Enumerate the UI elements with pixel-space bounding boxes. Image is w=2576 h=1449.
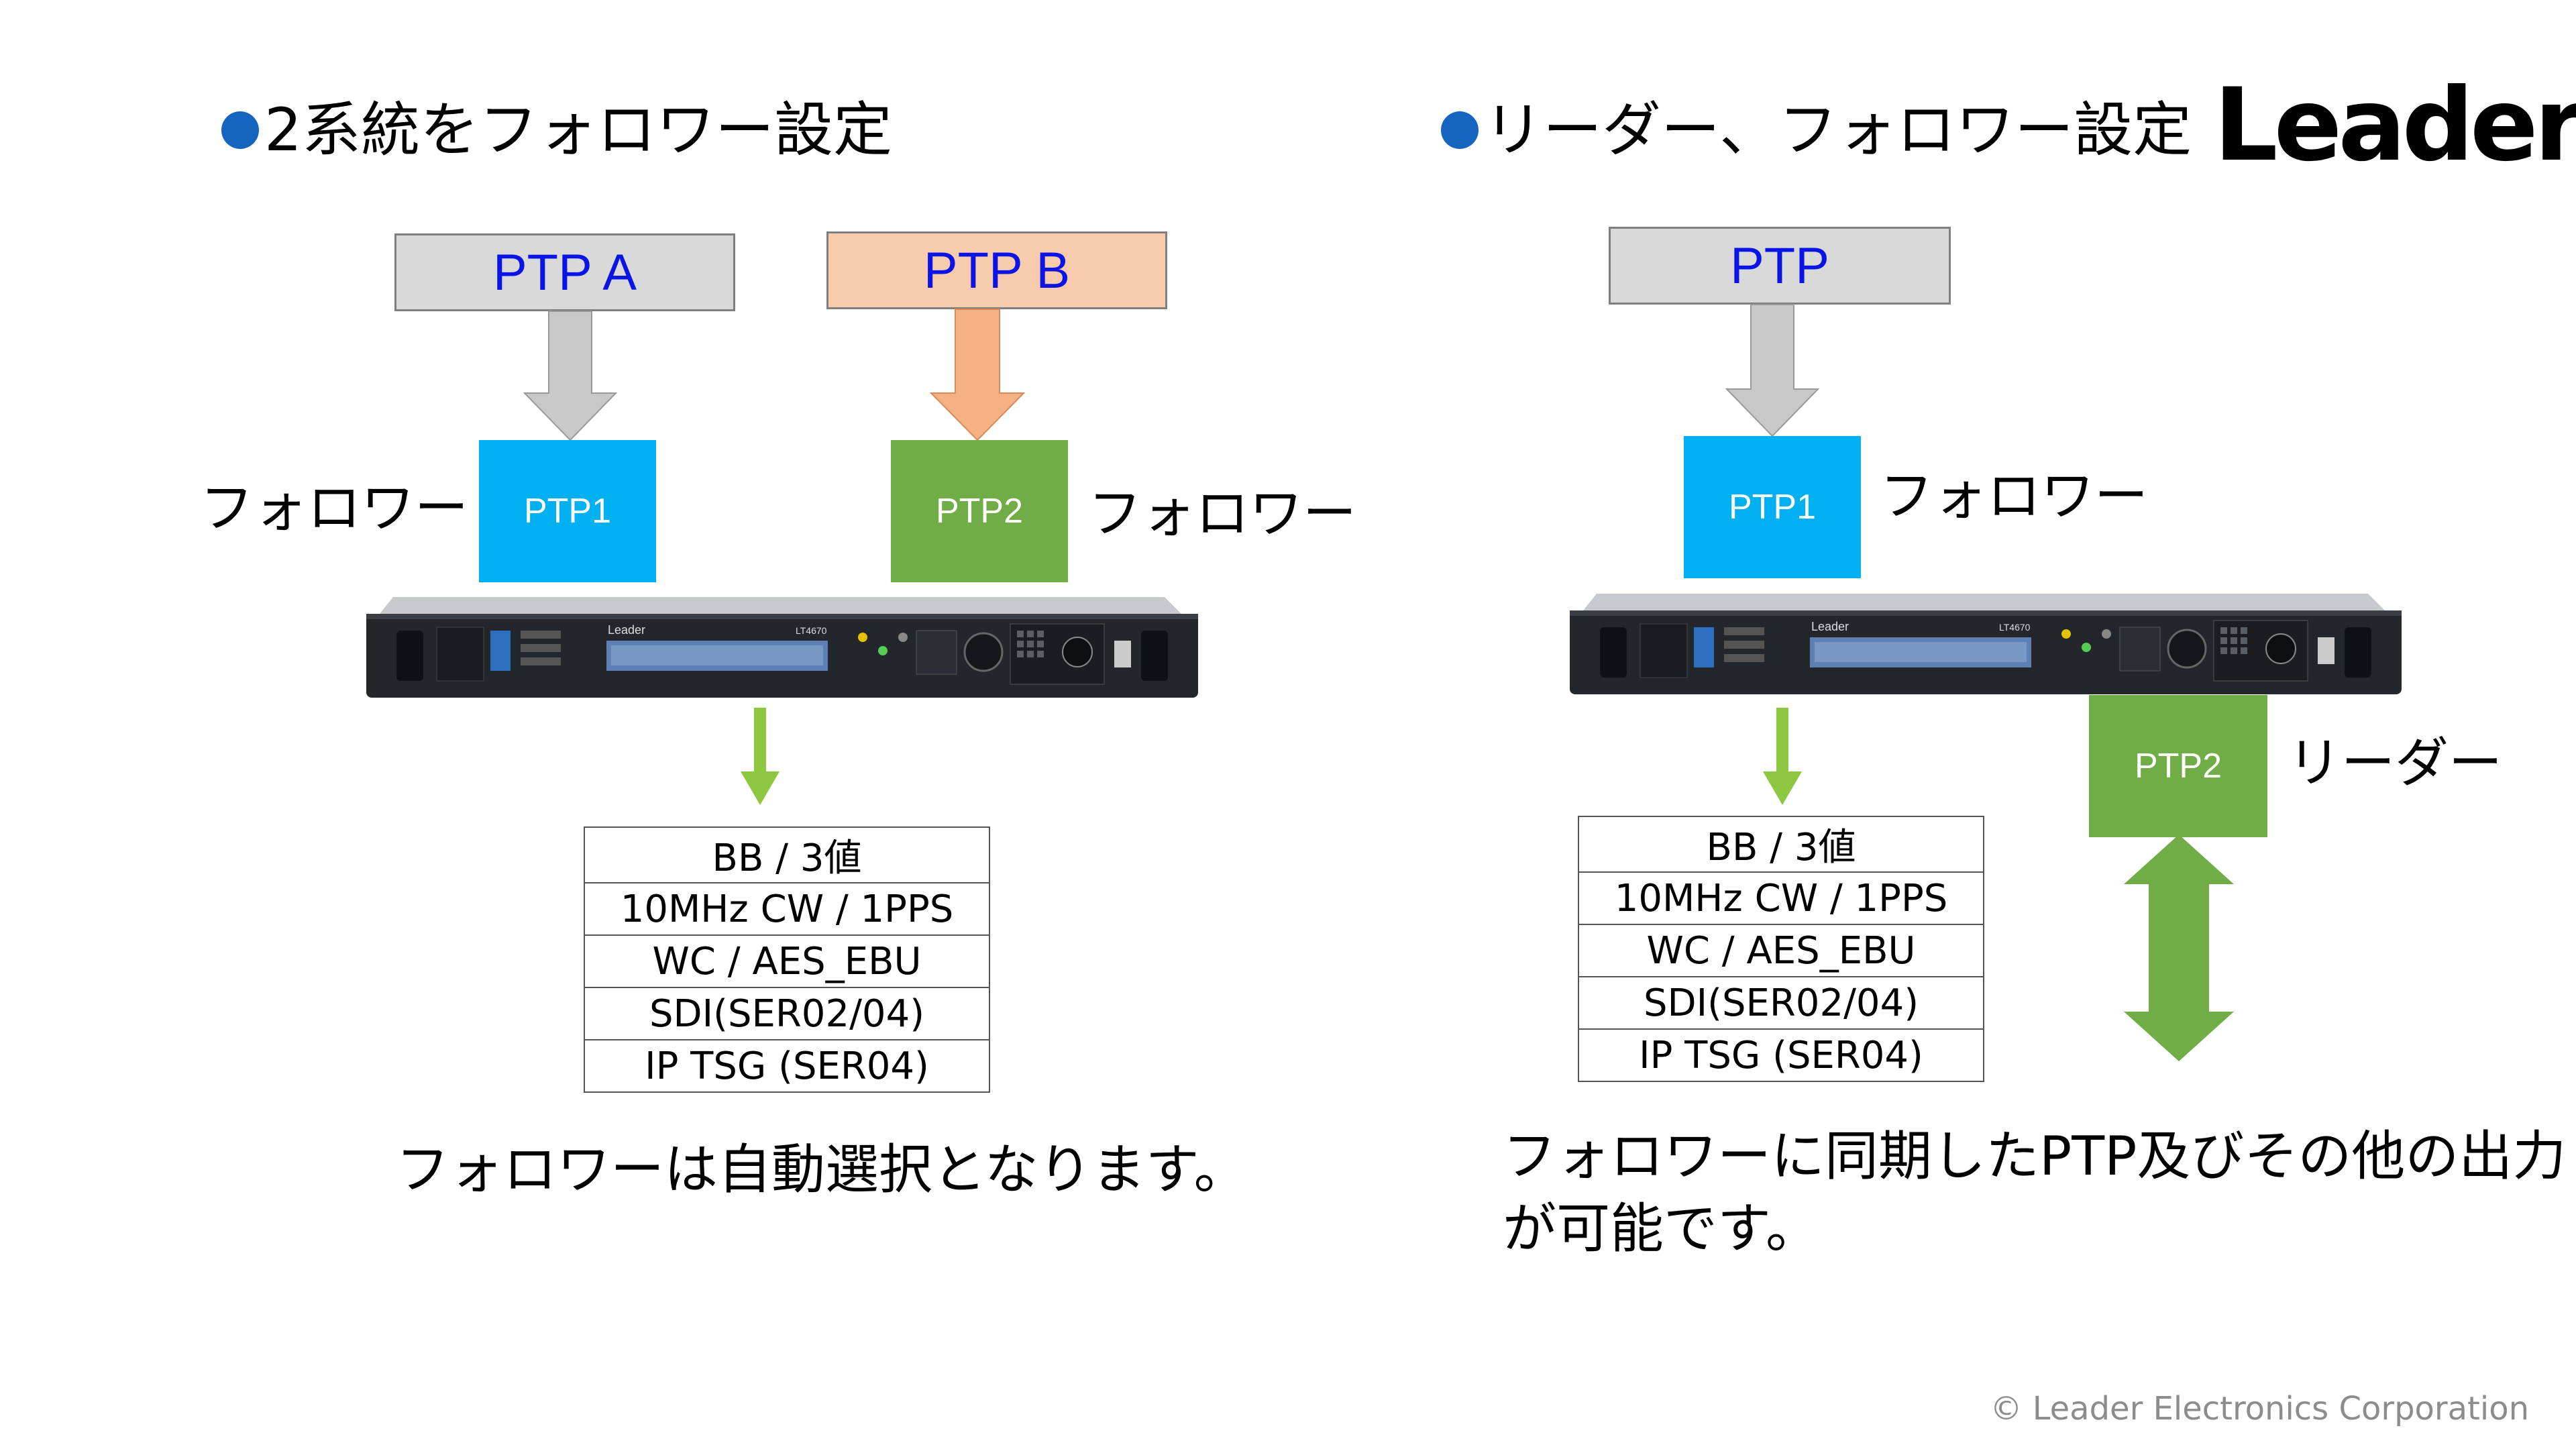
bidirectional-arrow-icon xyxy=(2124,835,2234,1061)
left-rack-device: Leader LT4670 xyxy=(366,597,1198,698)
output-cell: 10MHz CW / 1PPS xyxy=(584,882,990,936)
output-cell: IP TSG (SER04) xyxy=(1578,1028,1984,1082)
output-cell: SDI(SER02/04) xyxy=(1578,976,1984,1030)
table-row: SDI(SER02/04) xyxy=(1578,976,1984,1030)
output-cell: SDI(SER02/04) xyxy=(584,987,990,1040)
output-cell: BB / 3値 xyxy=(1578,816,1984,873)
left-ptp2-port: PTP2 xyxy=(891,440,1068,582)
output-cell: BB / 3値 xyxy=(584,826,990,883)
ptp-b-source: PTP B xyxy=(826,231,1167,309)
output-cell: WC / AES_EBU xyxy=(1578,924,1984,977)
right-heading-text: リーダー、フォロワー設定 xyxy=(1484,95,2192,164)
table-row: SDI(SER02/04) xyxy=(584,987,990,1040)
right-ptp1-port: PTP1 xyxy=(1684,436,1861,578)
right-heading: リーダー、フォロワー設定 xyxy=(1441,101,2192,160)
right-ptp2-port: PTP2 xyxy=(2089,695,2267,837)
leader-logo: Leader xyxy=(2214,67,2576,184)
bullet-icon xyxy=(1441,111,1479,149)
ptp-source-label: PTP xyxy=(1730,237,1829,294)
left-caption: フォロワーは自動選択となります。 xyxy=(396,1138,1248,1201)
output-cell: 10MHz CW / 1PPS xyxy=(1578,871,1984,925)
left-role-follower-2: フォロワー xyxy=(1088,482,1356,545)
ptp-a-label: PTP A xyxy=(492,244,637,301)
table-row: WC / AES_EBU xyxy=(1578,924,1984,977)
arrow-green-down-icon xyxy=(1763,708,1802,805)
table-row: BB / 3値 xyxy=(584,826,990,883)
output-cell: WC / AES_EBU xyxy=(584,934,990,988)
right-role-follower: フォロワー xyxy=(1880,465,2148,527)
table-row: IP TSG (SER04) xyxy=(584,1039,990,1093)
bullet-icon xyxy=(221,111,259,149)
right-ptp1-label: PTP1 xyxy=(1728,488,1817,527)
arrow-green-down-icon xyxy=(741,708,780,805)
right-role-leader: リーダー xyxy=(2288,732,2502,794)
ptp-b-label: PTP B xyxy=(923,241,1071,299)
ptp-a-source: PTP A xyxy=(394,233,735,311)
table-row: 10MHz CW / 1PPS xyxy=(1578,871,1984,925)
table-row: WC / AES_EBU xyxy=(584,934,990,988)
arrow-peach-down-icon xyxy=(929,309,1026,441)
right-rack-device: Leader LT4670 xyxy=(1570,594,2402,694)
left-ptp2-label: PTP2 xyxy=(935,492,1024,531)
left-heading: 2系統をフォロワー設定 xyxy=(221,101,892,160)
right-device-brand: Leader xyxy=(1811,620,1849,633)
left-device-model: LT4670 xyxy=(796,625,827,636)
left-ptp1-label: PTP1 xyxy=(523,492,612,531)
table-row: BB / 3値 xyxy=(1578,816,1984,873)
right-caption: フォロワーに同期したPTP及びその他の出力 が可能です。 xyxy=(1503,1120,2566,1265)
arrow-gray-down-icon xyxy=(523,311,618,441)
arrow-gray-down-icon xyxy=(1725,304,1820,437)
copyright-text: © Leader Electronics Corporation xyxy=(1990,1390,2529,1428)
left-output-table: BB / 3値 10MHz CW / 1PPS WC / AES_EBU SDI… xyxy=(584,826,990,1093)
left-device-brand: Leader xyxy=(608,623,645,637)
table-row: 10MHz CW / 1PPS xyxy=(584,882,990,936)
table-row: IP TSG (SER04) xyxy=(1578,1028,1984,1082)
right-device-model: LT4670 xyxy=(1999,622,2031,633)
right-ptp2-label: PTP2 xyxy=(2134,747,2222,786)
right-caption-line1: フォロワーに同期したPTP及びその他の出力 xyxy=(1503,1125,2567,1187)
left-role-follower-1: フォロワー xyxy=(200,477,468,539)
right-output-table: BB / 3値 10MHz CW / 1PPS WC / AES_EBU SDI… xyxy=(1578,816,1984,1082)
left-ptp1-port: PTP1 xyxy=(479,440,656,582)
left-heading-text: 2系統をフォロワー設定 xyxy=(264,95,892,164)
output-cell: IP TSG (SER04) xyxy=(584,1039,990,1093)
right-caption-line2: が可能です。 xyxy=(1503,1197,1819,1260)
ptp-source: PTP xyxy=(1609,227,1951,305)
